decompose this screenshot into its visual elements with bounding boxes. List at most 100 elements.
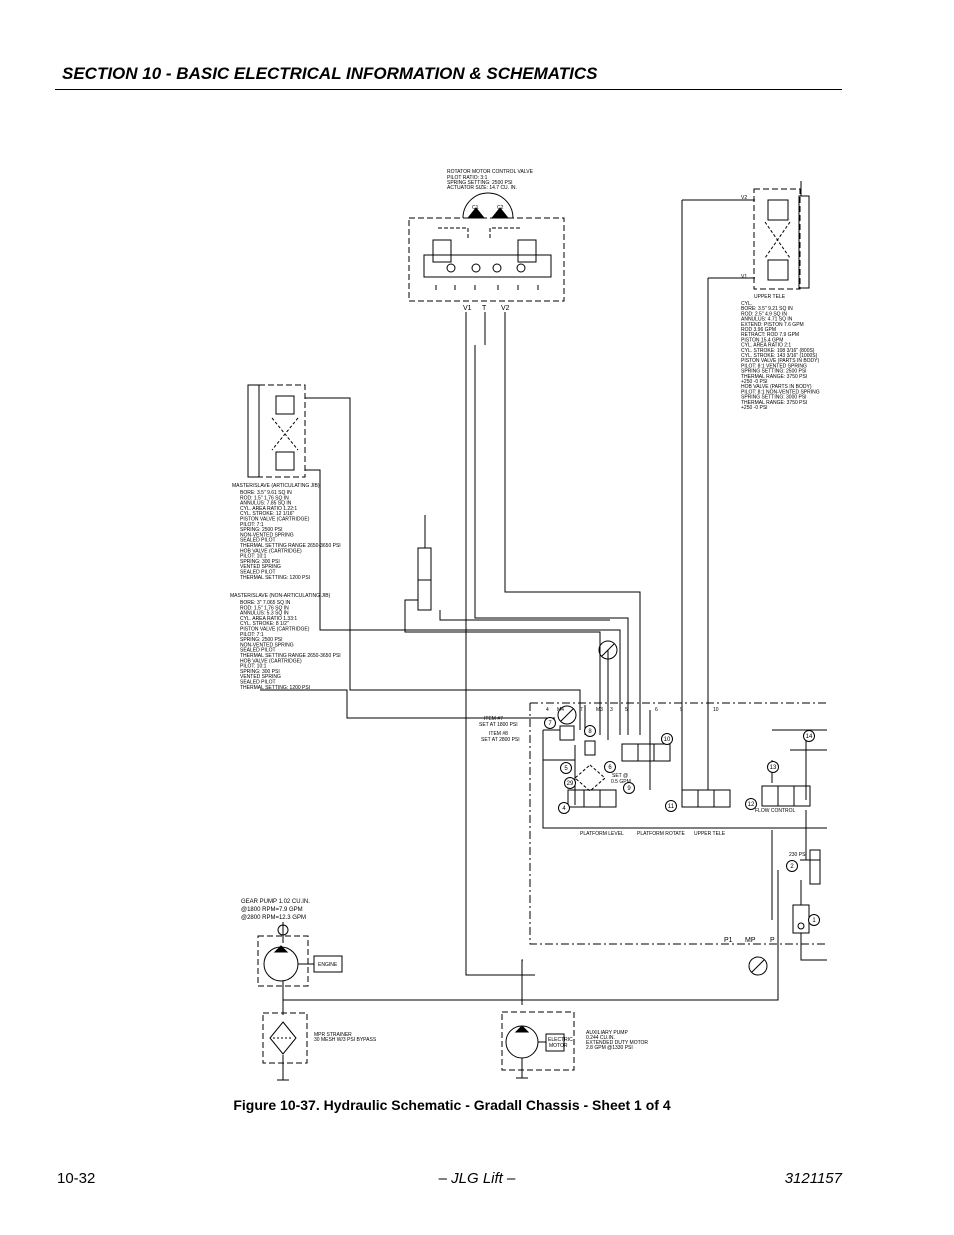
ms-art-line: THERMAL SETTING: 1200 PSI xyxy=(240,575,310,581)
callout-circle xyxy=(808,914,820,926)
ms-non-line: VENTED SPRING xyxy=(240,674,281,680)
valve-section-labels: PLATFORM LEVEL PLATFORM ROTATE UPPER TEL… xyxy=(580,808,807,858)
ms-art-line: SPRING: 2500 PSI xyxy=(240,527,283,533)
aux-pump-line-1: AUXILIARY PUMP xyxy=(586,1030,628,1036)
valve-port-label: 7 xyxy=(580,707,583,713)
ms-non-line: CYL. STROKE: 8 1/2" xyxy=(240,621,289,627)
callout-number: 29 xyxy=(567,781,574,787)
gear-pump-line-3: @2800 RPM=12.3 GPM xyxy=(241,915,306,921)
callout-number: 5 xyxy=(564,766,568,772)
section-header: SECTION 10 - BASIC ELECTRICAL INFORMATIO… xyxy=(62,64,598,83)
ms-non-line: SEALED PILOT xyxy=(240,680,276,686)
ms-non-line: SPRING: 300 PSI xyxy=(240,669,280,675)
upper-tele-line: CYL. STROKE: 108 3/16" (800S) xyxy=(741,348,815,354)
rotator-line-3: ACTUATOR SIZE: 14.7 CU. IN. xyxy=(447,185,517,191)
rotator-control-valve: ROTATOR MOTOR CONTROL VALVE PILOT RATIO:… xyxy=(408,169,565,312)
jib-cylinder xyxy=(417,515,432,611)
upper-tele-line: CYL. STROKE: 143 3/16" (1000S) xyxy=(741,353,818,359)
valve-port-label: 9 xyxy=(680,707,683,713)
callout-number: 12 xyxy=(748,802,755,808)
upper-tele-line: HOB VALVE (PARTS IN BODY) xyxy=(741,384,812,390)
gear-pump-line-1: GEAR PUMP 1.02 CU.IN. xyxy=(241,899,310,905)
label-flow-control: FLOW CONTROL xyxy=(755,808,795,814)
upper-tele-line: PILOT: 8:1 VENTED SPRING xyxy=(741,363,807,369)
ms-art-line: CYL. STROKE: 12 1/16" xyxy=(240,511,295,517)
ms-non-title: MASTER/SLAVE (NON-ARTICULATING JIB) xyxy=(230,593,331,599)
callout-circle xyxy=(786,860,798,872)
label-platform-rotate: PLATFORM ROTATE xyxy=(637,831,685,837)
callout-circle xyxy=(544,717,556,729)
ms-art-line: CYL. AREA RATIO 1.22:1 xyxy=(240,506,297,512)
callout-circle xyxy=(767,761,779,773)
engine-label: ENGINE xyxy=(318,962,338,968)
set-gpm-value: 0.5 GPM xyxy=(611,779,631,785)
ms-art-line: SEALED PILOT xyxy=(240,570,276,576)
callout-number: 2 xyxy=(790,864,794,870)
label-platform-level: PLATFORM LEVEL xyxy=(580,831,624,837)
item8-label: ITEM #8 xyxy=(489,731,508,737)
valve-port-label: 10 xyxy=(713,707,719,713)
port-mp: MP xyxy=(745,937,756,944)
auxiliary-pump-assembly: ELECTRIC MOTOR AUXILIARY PUMP 0.244 CU.I… xyxy=(501,1011,648,1079)
callout-circle xyxy=(803,730,815,742)
port-p1: P1 xyxy=(724,937,733,944)
callout-circle xyxy=(584,725,596,737)
item8-set: SET AT 2800 PSI xyxy=(481,737,520,743)
label-230-psi: 230 PSI xyxy=(789,852,807,858)
callout-circle xyxy=(661,733,673,745)
valve-port-label: M3 xyxy=(596,707,603,713)
master-slave-articulating-cylinder: MASTER/SLAVE (ARTICULATING JIB) BORE: 3.… xyxy=(232,384,341,581)
callout-circle xyxy=(558,802,570,814)
ms-non-line: ANNULUS: 5.3 SQ IN xyxy=(240,611,289,617)
ms-art-line: HOB VALVE (CARTRIDGE) xyxy=(240,548,302,554)
callout-number: 7 xyxy=(548,721,552,727)
valve-port-label: 3 xyxy=(610,707,613,713)
callout-number: 9 xyxy=(627,786,631,792)
ms-non-line: NON-VENTED SPRING xyxy=(240,642,294,648)
ms-non-line: THERMAL SETTING RANGE 2650-3650 PSI xyxy=(240,653,341,659)
upper-tele-line: +250 -0 PSI xyxy=(741,379,768,385)
figure-caption: Figure 10-37. Hydraulic Schematic - Grad… xyxy=(0,1097,954,1113)
ms-non-line: ROD: 1.5" 1.76 SQ IN xyxy=(240,605,289,611)
upper-tele-line: ROD 3.96 GPM xyxy=(741,327,776,333)
callout-number: 11 xyxy=(668,804,675,810)
ms-non-line: PILOT: 10:1 xyxy=(240,664,267,670)
ms-non-line: PILOT: 7:1 xyxy=(240,632,264,638)
bottom-ports: P1 MP P xyxy=(724,937,775,944)
ms-art-line: THERMAL SETTING RANGE 2650-3650 PSI xyxy=(240,543,341,549)
upper-tele-line: CYL. xyxy=(741,301,752,307)
set-gpm-label: SET @ xyxy=(612,773,628,779)
valve-port-label: 6 xyxy=(655,707,658,713)
ms-art-line: PISTON VALVE (CARTRIDGE) xyxy=(240,517,310,523)
callout-number: 4 xyxy=(562,806,566,812)
valve-port-label: 4 xyxy=(546,707,549,713)
callout-number: 1 xyxy=(812,918,816,924)
callout-circle xyxy=(665,800,677,812)
ms-non-line: BORE: 3" 7.065 SQ IN xyxy=(240,600,291,606)
ms-non-line: THERMAL SETTING: 1200 PSI xyxy=(240,685,310,691)
rotator-port-v1: V1 xyxy=(463,305,472,312)
callout-circle xyxy=(604,761,616,773)
page-number: 10-32 xyxy=(57,1170,96,1187)
aux-motor-line-2: MOTOR xyxy=(549,1043,568,1049)
upper-tele-line: ANNULUS: 4.71 SQ IN xyxy=(741,317,793,323)
document-number: 3121157 xyxy=(784,1170,842,1187)
callout-number: 13 xyxy=(770,765,777,771)
ms-non-line: SPRING: 2500 PSI xyxy=(240,637,283,643)
callout-circle xyxy=(745,798,757,810)
callout-number: 6 xyxy=(608,765,612,771)
header-rule xyxy=(55,89,842,90)
upper-tele-line: CYL. AREA RATIO 2:1 xyxy=(741,343,791,349)
valve-port-label: M4 xyxy=(557,707,564,713)
figure-caption-text: Figure 10-37. Hydraulic Schematic - Grad… xyxy=(233,1097,671,1113)
ms-art-line: BORE: 3.5" 9.61 SQ IN xyxy=(240,490,292,496)
ms-art-line: PILOT: 7:1 xyxy=(240,522,264,528)
ms-non-line: PISTON VALVE (CARTRIDGE) xyxy=(240,627,310,633)
upper-tele-line: SPRING SETTING: 2500 PSI xyxy=(741,369,807,375)
upper-tele-line: ROD: 2.5" 4.9 SQ IN xyxy=(741,311,787,317)
upper-tele-line: PISTON 15.4 GPM xyxy=(741,337,783,343)
callout-number: 8 xyxy=(588,729,592,735)
strainer-line-2: 30 MESH W/3 PSI BYPASS xyxy=(314,1037,377,1043)
